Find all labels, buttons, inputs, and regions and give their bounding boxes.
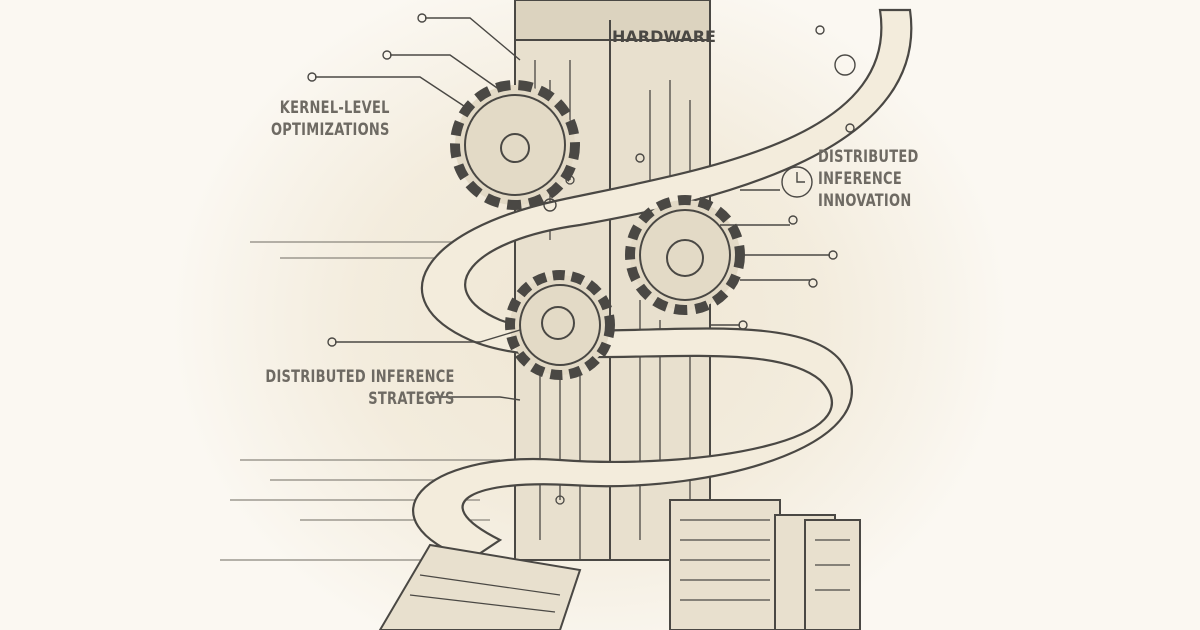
label-line: STRATEGYS — [368, 389, 455, 409]
label-line: INFERENCE — [818, 169, 902, 189]
gear-icon — [505, 270, 615, 380]
label-distributed-inference-strategies: DISTRIBUTED INFERENCE STRATEGYS — [266, 366, 455, 410]
gear-icon — [625, 195, 745, 315]
label-line: DISTRIBUTED — [818, 147, 919, 167]
tower-label: HARDWARE — [612, 27, 716, 46]
label-line: INNOVATION — [818, 191, 912, 211]
speed-lines — [220, 241, 500, 561]
label-line: DISTRIBUTED INFERENCE — [265, 367, 455, 387]
circuit-connectors — [307, 13, 856, 401]
label-kernel-optimizations: KERNEL-LEVEL OPTIMIZATIONS — [271, 97, 390, 141]
label-line: KERNEL-LEVEL — [280, 98, 390, 118]
gear-icon — [450, 80, 580, 210]
label-line: OPTIMIZATIONS — [271, 120, 390, 140]
server-racks — [378, 499, 861, 630]
label-distributed-inference-innovation: DISTRIBUTED INFERENCE INNOVATION — [818, 146, 919, 212]
